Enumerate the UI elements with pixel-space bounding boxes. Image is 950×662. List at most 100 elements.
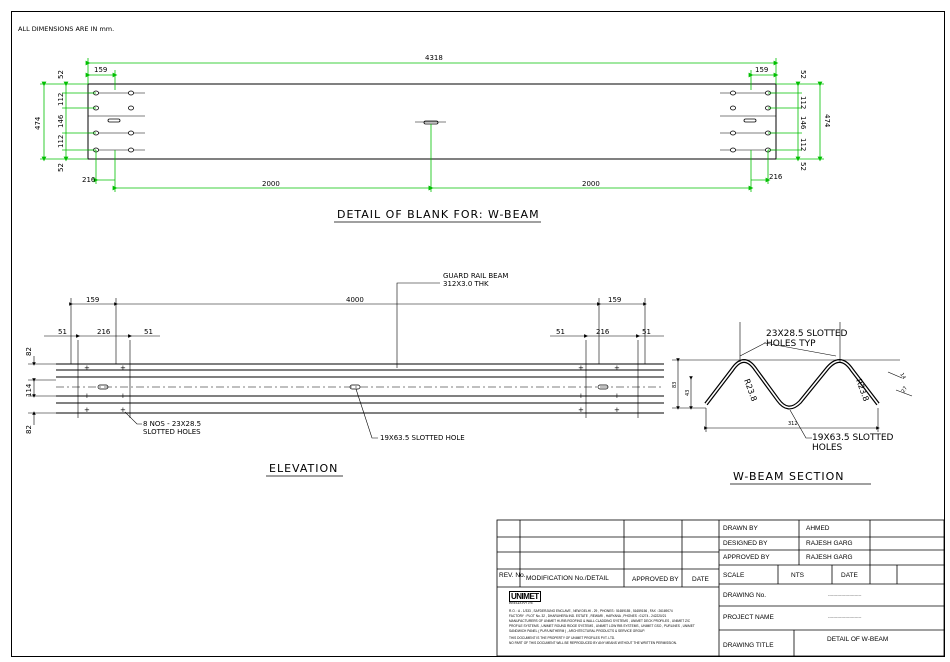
company-line-1: R.O. : A - 1/333 , SAFDERJUNG ENCLAVE , … [509, 609, 673, 613]
svg-text:+: + [120, 406, 126, 414]
blank-detail: 4318 159 159 216 216 2000 2000 474 52 11… [34, 54, 831, 223]
tb-drawing-no-value: ------------------------- [828, 592, 862, 597]
svg-text:+: + [578, 392, 584, 400]
elevation-holes: + + + + + + + + + + + + [84, 364, 620, 414]
svg-text:+: + [120, 364, 126, 372]
blank-dim-edge-bottom-left: 52 [57, 163, 65, 172]
tb-designed-by-label: DESIGNED BY [723, 540, 768, 547]
blank-dim-row-gap2-right: 146 [799, 116, 807, 130]
blank-dim-end-offset-left: 159 [94, 66, 107, 74]
blank-dim-row-gap3-left: 112 [57, 135, 65, 148]
logo-subtext: PROFILES PVT. LTD. [509, 602, 534, 605]
section-dim-height: 83 [672, 382, 678, 388]
drawing-sheet-border [11, 11, 945, 657]
elev-dim-left-c: 51 [144, 328, 153, 336]
svg-text:+: + [84, 392, 90, 400]
tb-date-row-label: DATE [841, 572, 858, 579]
tb-project-name-label: PROJECT NAME [723, 614, 774, 621]
svg-text:+: + [614, 364, 620, 372]
blank-dim-hole-pitch-left: 216 [82, 176, 96, 184]
tb-modification-label: MODIFICATION No./DETAIL [526, 575, 609, 582]
logo-text: UNIMET [509, 591, 541, 602]
elevation-view: + + + + + + + + + + + + [25, 272, 664, 477]
elev-dim-left-a: 51 [58, 328, 67, 336]
section-note-bottom-line1: 19X63.5 SLOTTED [812, 433, 894, 443]
tb-approved-by-value: RAJESH GARG [806, 554, 853, 561]
svg-text:+: + [578, 364, 584, 372]
blank-hole-marks [88, 92, 776, 151]
blank-dim-hole-pitch-right: 216 [769, 173, 783, 181]
wbeam-profile [704, 359, 880, 410]
blank-dimension-lines [40, 58, 824, 192]
svg-text:+: + [614, 392, 620, 400]
section-radius-left: R23.8 [742, 378, 758, 403]
section-dim-edge-b: 27 [901, 385, 909, 394]
elevation-title: ELEVATION [269, 462, 338, 475]
section-dimension-lines [672, 322, 913, 439]
elev-dim-height-top: 82 [25, 347, 33, 356]
blank-dim-overall-length: 4318 [425, 54, 443, 62]
blank-dim-span-right: 2000 [582, 180, 600, 188]
elev-dim-right-c: 51 [642, 328, 651, 336]
elev-beam-label-line2: 312X3.0 THK [443, 280, 489, 288]
tb-drawing-title-label: DRAWING TITLE [723, 642, 774, 649]
blank-dim-edge-top-left: 52 [57, 70, 65, 79]
company-line-3: MANUFACTURERS OF UNIMET HI-RIB ROOFING &… [509, 619, 691, 623]
company-line-5: SANDWICH PANEL ( PUF/UNITHERM ) , ARCHIT… [509, 629, 645, 633]
elevation-dimension-lines [28, 282, 664, 439]
elev-dim-span: 4000 [346, 296, 364, 304]
dimensions-note: ALL DIMENSIONS ARE IN mm. [18, 25, 114, 33]
section-radius-right: R23.8 [854, 378, 870, 403]
blank-dim-height-left: 474 [34, 116, 42, 130]
tb-project-name-value: ------------------------- [828, 614, 862, 619]
blank-dim-row-gap1-right: 112 [799, 96, 807, 109]
section-note-top-line2: HOLES TYP [766, 339, 816, 349]
section-title: W-BEAM SECTION [733, 470, 844, 483]
blank-dim-edge-top-right: 52 [799, 70, 807, 79]
title-block-grid [496, 519, 945, 657]
elev-dim-height-bottom: 82 [25, 425, 33, 434]
svg-text:+: + [84, 406, 90, 414]
elevation-beam-lines [56, 340, 664, 418]
tb-approved-by-label: APPROVED BY [632, 576, 679, 583]
tb-drawing-no-label: DRAWING No. [723, 592, 767, 599]
section-dim-width: 312 [788, 421, 798, 427]
blank-dim-span-left: 2000 [262, 180, 280, 188]
elev-dim-right-offset: 159 [608, 296, 621, 304]
section-dim-inner: 43 [685, 390, 691, 396]
elev-note-holes-line2: SLOTTED HOLES [143, 428, 201, 436]
elev-note-center-hole: 19X63.5 SLOTTED HOLE [380, 434, 465, 442]
tb-rev-label: REV. No. [499, 572, 526, 579]
company-logo: UNIMET PROFILES PVT. LTD. [509, 591, 541, 605]
elev-dim-left-offset: 159 [86, 296, 99, 304]
tb-drawn-by-label: DRAWN BY [723, 525, 758, 532]
tb-scale-label: SCALE [723, 572, 745, 579]
company-line-7: NO PART OF THIS DOCUMENT WILL BE REPRODU… [509, 641, 677, 645]
blank-dim-end-offset-right: 159 [755, 66, 768, 74]
blank-dim-row-gap3-right: 112 [799, 138, 807, 151]
elev-note-holes-line1: 8 NOS - 23X28.5 [143, 420, 201, 428]
tb-approved-by-row-label: APPROVED BY [723, 554, 770, 561]
blank-detail-title: DETAIL OF BLANK FOR: W-BEAM [337, 208, 540, 221]
svg-text:+: + [578, 406, 584, 414]
elev-dim-height-mid: 114 [25, 383, 33, 397]
svg-text:+: + [120, 392, 126, 400]
company-line-6: THIS DOCUMENT IS THE PROPERTY OF UNIMET … [509, 636, 616, 640]
blank-dim-row-gap1-left: 112 [57, 93, 65, 106]
tb-drawing-title-value: DETAIL OF W-BEAM [827, 636, 889, 643]
section-dim-edge-a: 14 [898, 372, 906, 381]
elev-dim-right-a: 51 [556, 328, 565, 336]
elev-dim-left-b: 216 [97, 328, 111, 336]
company-line-4: PROFILE SYSTEMS , UNIMET ROUND RIDGE SYS… [509, 624, 695, 628]
wbeam-section: 23X28.5 SLOTTED HOLES TYP 19X63.5 SLOTTE… [672, 322, 913, 485]
elev-dim-right-b: 216 [596, 328, 610, 336]
elev-beam-label-line1: GUARD RAIL BEAM [443, 272, 508, 280]
blank-dim-row-gap2-left: 146 [57, 114, 65, 128]
tb-designed-by-value: RAJESH GARG [806, 540, 853, 547]
tb-drawn-by-value: AHMED [806, 525, 830, 532]
blank-dim-height-right: 474 [823, 114, 831, 128]
tb-date-label: DATE [692, 576, 709, 583]
svg-text:+: + [614, 406, 620, 414]
company-line-2: FACTORY : PLOT No. 32 , DHARUHERA IND. E… [509, 614, 667, 618]
